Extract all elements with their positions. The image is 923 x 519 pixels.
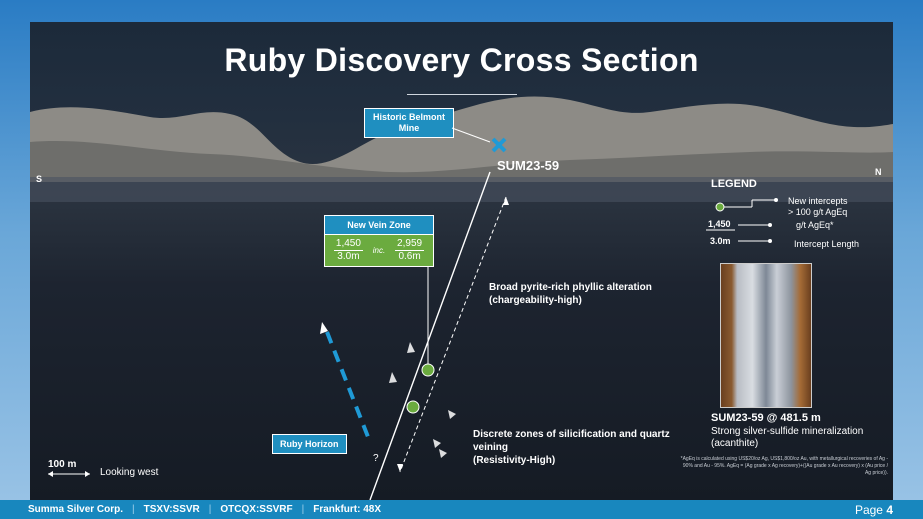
legend-length-desc: Intercept Length: [794, 239, 860, 249]
alteration-zone-arrow: [399, 196, 507, 473]
legend-graphics: [706, 198, 778, 243]
intercept-marker: [406, 400, 420, 414]
intercept-2-grade: 2,959: [395, 238, 425, 251]
alteration-note-line-1: Broad pyrite-rich phyllic alteration: [489, 282, 652, 293]
mountain-panorama: [30, 96, 893, 202]
alteration-note: Broad pyrite-rich phyllic alteration (ch…: [489, 281, 652, 307]
drill-hole-label: SUM23-59: [497, 158, 560, 173]
scale-bar-label: 100 m: [48, 459, 77, 470]
silicification-note: Discrete zones of silicification and qua…: [473, 428, 670, 467]
intercept-marker: [421, 363, 435, 377]
vein-zone-title: New Vein Zone: [325, 216, 433, 235]
intercept-1-grade: 1,450: [333, 238, 363, 251]
page-number: 4: [886, 503, 893, 517]
legend-intercepts-line-1: New intercepts: [788, 196, 848, 206]
direction-south: S: [36, 174, 43, 184]
legend-intercepts: New intercepts > 100 g/t AgEq: [788, 196, 848, 218]
drill-trace-line: [369, 171, 491, 500]
legend-intercepts-line-2: > 100 g/t AgEq: [788, 207, 848, 217]
footer-separator: |: [301, 504, 305, 515]
intercept-1-length: 3.0m: [337, 251, 360, 262]
footer-separator: |: [208, 504, 212, 515]
ticker-frankfurt: Frankfurt: 48X: [313, 504, 382, 515]
silicification-note-line-1: Discrete zones of silicification and qua…: [473, 429, 670, 440]
ruby-horizon-label: Ruby Horizon: [272, 434, 347, 454]
slide: Ruby Discovery Cross Section S N Histori…: [30, 22, 893, 500]
silicification-note-line-2: veining: [473, 442, 509, 453]
slide-title: Ruby Discovery Cross Section: [224, 42, 699, 78]
ruby-horizon-trend: [325, 331, 372, 443]
ticker-tsxv: TSXV:SSVR: [143, 504, 200, 515]
intercept-1: 1,450 3.0m: [333, 238, 363, 263]
core-photo-title: SUM23-59 @ 481.5 m: [711, 412, 821, 424]
ageq-footnote: *AgEq is calculated using US$20/oz Ag, U…: [680, 456, 888, 476]
direction-north: N: [875, 167, 882, 177]
movement-arrows: [389, 342, 456, 458]
unknown-extent-mark: ?: [373, 453, 379, 464]
vein-zone-values: 1,450 3.0m inc. 2,959 0.6m: [325, 235, 433, 266]
ticker-otcqx: OTCQX:SSVRF: [220, 504, 293, 515]
view-direction-label: Looking west: [100, 467, 159, 478]
historic-mine-callout: Historic Belmont Mine: [364, 108, 454, 138]
drill-core-photo: [720, 263, 812, 408]
footer-separator: |: [132, 504, 135, 515]
core-photo-description: Strong silver-sulfide mineralization (ac…: [711, 426, 864, 449]
scale-bar: [48, 471, 90, 477]
legend-title: LEGEND: [711, 178, 757, 190]
new-vein-zone-box: New Vein Zone 1,450 3.0m inc. 2,959 0.6m: [324, 215, 434, 267]
legend-length-example: 3.0m: [710, 236, 731, 246]
footer-bar: Summa Silver Corp. | TSXV:SSVR | OTCQX:S…: [0, 500, 923, 519]
mine-marker-icon: [491, 137, 507, 153]
silicification-note-line-3: (Resistivity-High): [473, 455, 556, 466]
company-name: Summa Silver Corp.: [28, 504, 124, 515]
cross-section-graphics: [48, 127, 778, 500]
page-label: Page: [854, 503, 883, 517]
legend-grade-desc: g/t AgEq*: [796, 220, 834, 230]
mine-callout-leader: [451, 127, 491, 143]
including-label: inc.: [372, 246, 386, 255]
alteration-note-line-2: (chargeability-high): [489, 295, 582, 306]
page-indicator: Page 4: [855, 503, 893, 517]
title-underline: [407, 94, 517, 95]
intercept-2-length: 0.6m: [398, 251, 421, 262]
legend-grade-example: 1,450: [708, 219, 731, 229]
intercept-2: 2,959 0.6m: [395, 238, 425, 263]
